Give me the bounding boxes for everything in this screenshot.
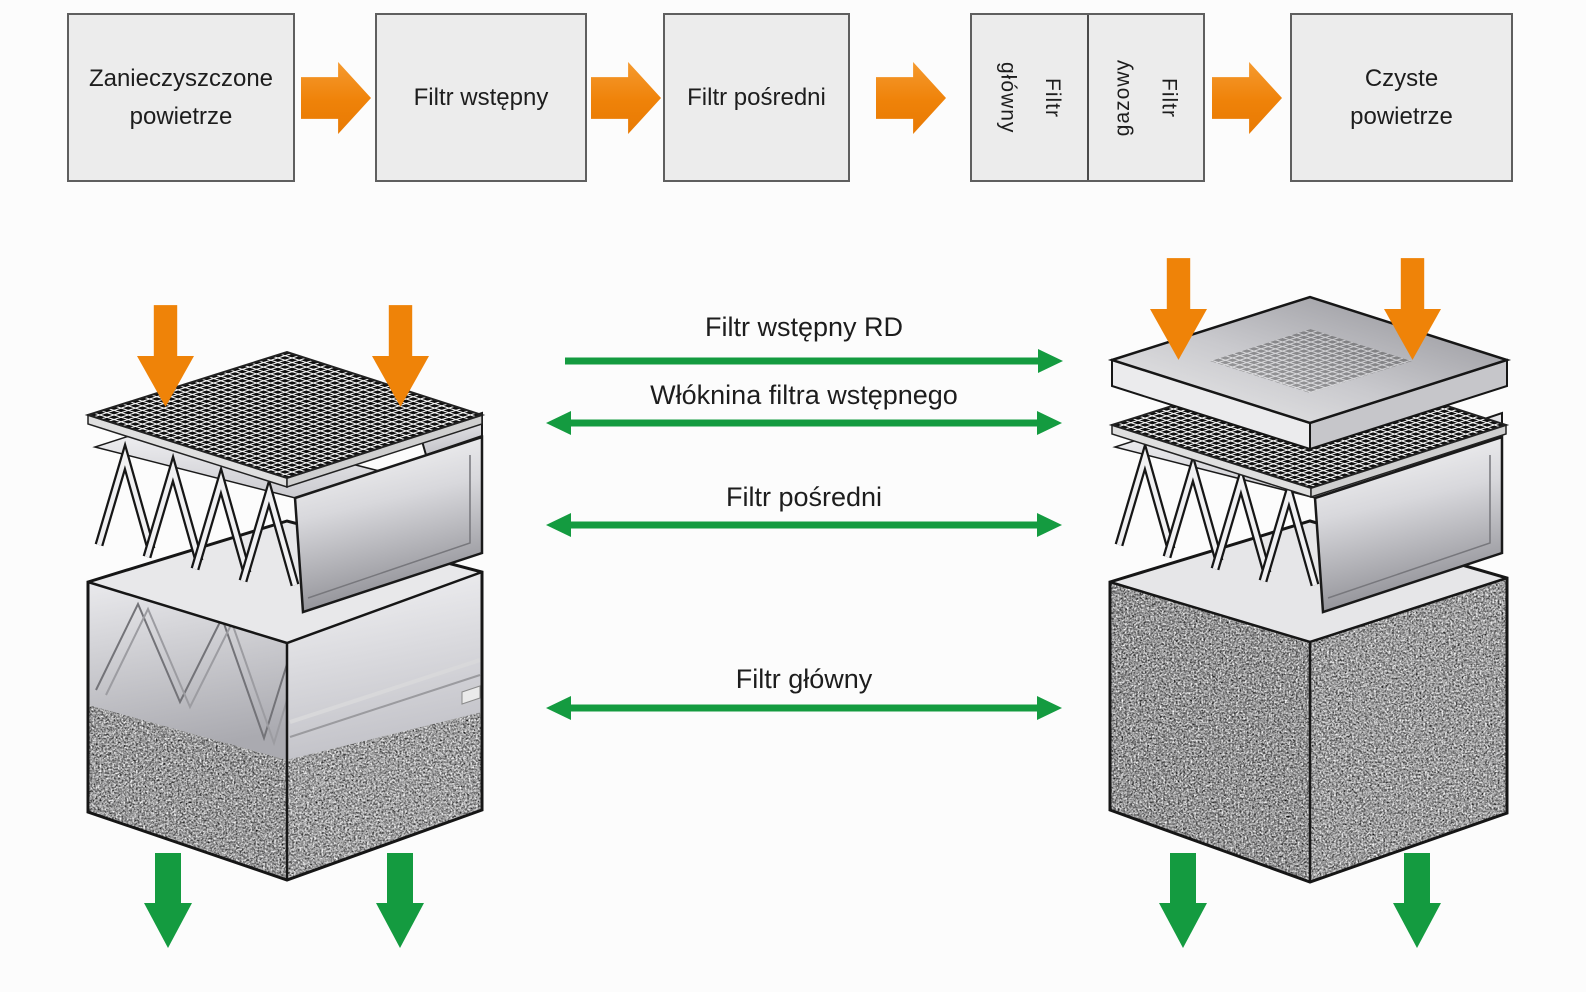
rotated-word: Filtr [1040, 77, 1064, 118]
callout-arrow-filtr-glowny [546, 696, 1062, 720]
flow-box-cell-gas: gazowy Filtr [1086, 15, 1204, 180]
flow-box-label: Filtr pośredni [687, 83, 826, 111]
flow-box-clean-air: Czyste powietrze [1290, 13, 1513, 182]
callout-arrows [546, 349, 1063, 720]
outflow-arrow-icon [1393, 853, 1441, 948]
main-filter-block-left [86, 519, 484, 882]
callout-label-wloknina: Włóknina filtra wstępnego [650, 380, 958, 410]
outflow-arrow-icon [376, 853, 424, 948]
flow-box-dirty-air: Zanieczyszczone powietrze [67, 13, 295, 182]
callout-arrow-wloknina [546, 411, 1062, 435]
flow-box-label: Filtr wstępny [413, 83, 549, 111]
flow-box-label: Zanieczyszczone powietrze [88, 65, 274, 130]
rotated-word: główny [996, 61, 1020, 134]
outflow-arrow-icon [1159, 853, 1207, 948]
outflow-arrow-icon [144, 853, 192, 948]
callout-label-filtr-glowny: Filtr główny [735, 664, 873, 694]
callout-arrow-filtr-wstepny-rd [565, 349, 1063, 373]
left-filter-stack [86, 305, 484, 948]
flow-box-intermediate-filter: Filtr pośredni [663, 13, 850, 182]
rotated-word: Filtr [1157, 77, 1181, 118]
callout-label-filtr-posredni: Filtr pośredni [725, 482, 883, 512]
flow-box-pre-filter: Filtr wstępny [375, 13, 587, 182]
flow-box-cell-main: główny Filtr [972, 15, 1087, 180]
main-filter-block-right [1108, 519, 1509, 884]
rotated-word: gazowy [1111, 58, 1135, 137]
flow-box-main-gas-filter: główny Filtr gazowy Filtr [970, 13, 1205, 182]
flow-box-label: Czyste powietrze [1350, 65, 1453, 130]
callout-label-filtr-wstepny-rd: Filtr wstępny RD [704, 312, 904, 342]
pleat-watermark [95, 601, 287, 747]
callout-arrow-filtr-posredni [546, 513, 1062, 537]
right-filter-stack [1107, 258, 1512, 948]
